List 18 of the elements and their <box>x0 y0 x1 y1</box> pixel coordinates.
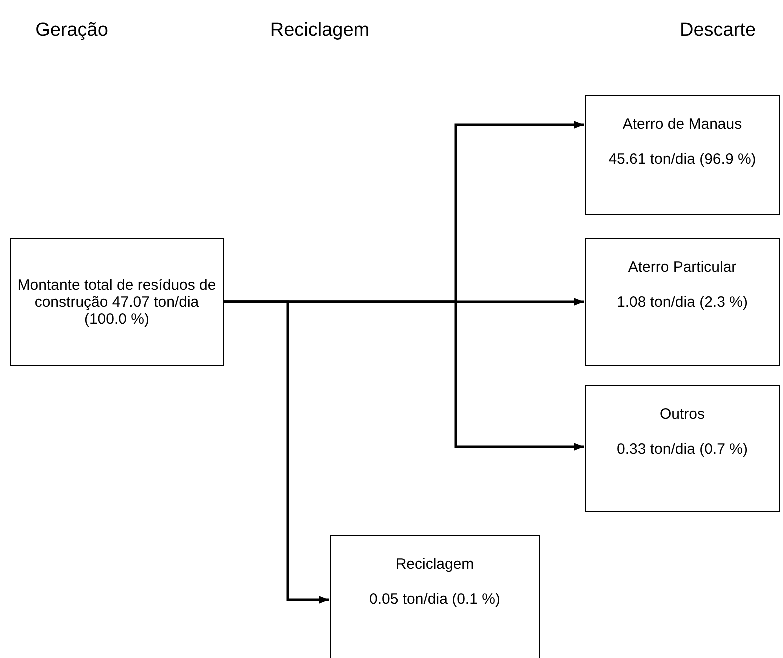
box-title: Aterro Particular <box>628 259 737 276</box>
column-heading: Geração <box>36 20 108 42</box>
column-heading: Descarte <box>680 20 756 42</box>
box-title: Reciclagem <box>396 556 474 573</box>
box-value: 1.08 ton/dia (2.3 %) <box>617 294 748 311</box>
box-value: 45.61 ton/dia (96.9 %) <box>608 151 756 168</box>
box-title: Outros <box>660 406 705 423</box>
process-box <box>585 385 780 512</box>
arrow <box>224 300 329 604</box>
box-title: Montante total de resíduos de construção 47.07 ton/dia (100.0 %) <box>17 276 217 328</box>
process-box <box>585 95 780 215</box>
process-box <box>10 238 224 366</box>
box-value: 0.05 ton/dia (0.1 %) <box>370 591 500 608</box>
column-heading: Reciclagem <box>270 20 370 42</box>
process-box <box>330 535 540 658</box>
box-value: 0.33 ton/dia (0.7 %) <box>617 441 748 458</box>
box-title: Aterro de Manaus <box>622 116 742 133</box>
process-box <box>585 238 780 366</box>
